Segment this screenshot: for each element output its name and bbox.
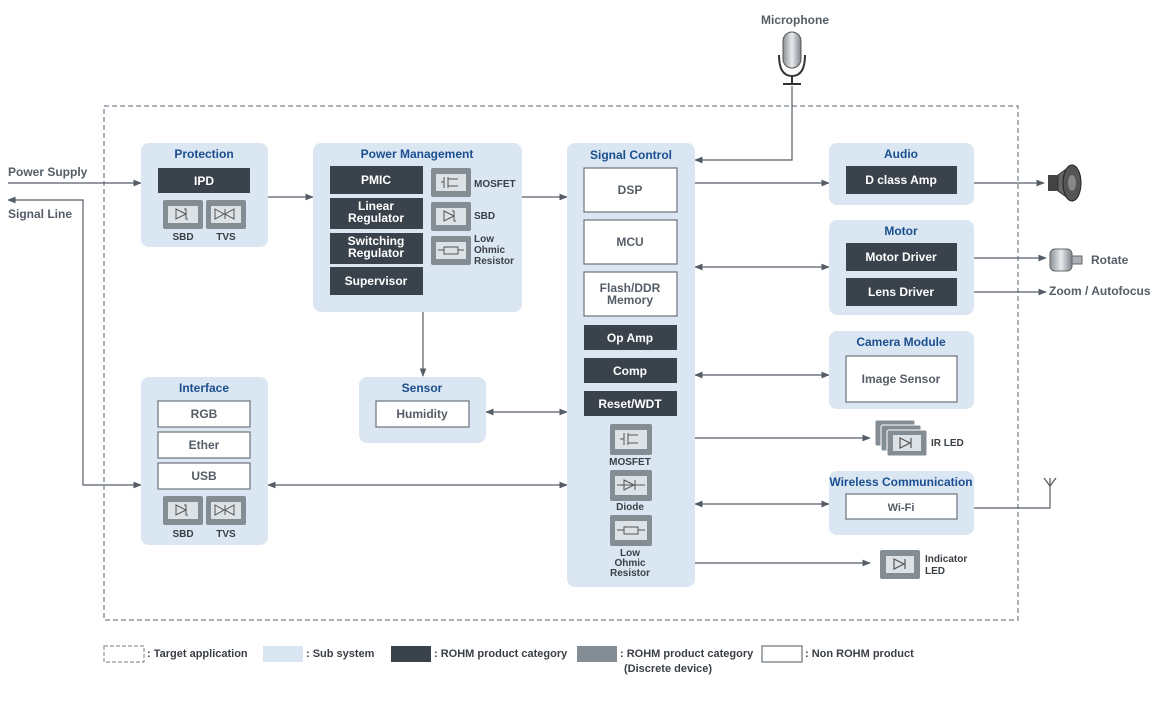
protection-sbd-label: SBD [172,232,193,243]
mosfet-icon [431,168,471,197]
sc-low-label: Low [620,548,640,559]
protection-subsystem: Protection IPD SBD TVS [141,143,268,247]
ir-led-label: IR LED [931,438,964,449]
rotate-label: Rotate [1091,253,1129,267]
sc-diode-label: Diode [616,502,644,513]
tvs-icon [206,496,246,525]
sensor-subsystem: Sensor Humidity [359,377,486,443]
interface-title: Interface [179,381,229,395]
tvs-icon [206,200,246,229]
image-sensor-label: Image Sensor [862,372,941,386]
motor-subsystem: Motor Motor Driver Lens Driver [829,220,974,315]
interface-subsystem: Interface RGB Ether USB SBD TVS [141,377,268,545]
wireless-communication-subsystem: Wireless Communication Wi-Fi [829,471,974,535]
pm-low-label: Low [474,234,494,245]
usb-label: USB [191,469,217,483]
legend-sub-swatch [263,646,303,662]
audio-subsystem: Audio D class Amp [829,143,974,205]
protection-title: Protection [174,147,233,161]
lens-driver-label: Lens Driver [868,285,934,299]
switching-regulator-label-2: Regulator [348,246,404,260]
camera-module-subsystem: Camera Module Image Sensor [829,331,974,409]
protection-tvs-label: TVS [216,232,236,243]
antenna-icon [1043,477,1057,487]
sc-resistor-label: Resistor [610,568,650,579]
camera-module-title: Camera Module [856,335,946,349]
sensor-title: Sensor [402,381,443,395]
zoom-autofocus-label: Zoom / Autofocus [1049,284,1151,298]
mosfet-icon [610,424,652,455]
microphone-icon [778,31,806,85]
supervisor-label: Supervisor [345,274,408,288]
power-management-subsystem: Power Management PMIC Linear Regulator S… [313,143,522,312]
signal-control-subsystem: Signal Control DSP MCU Flash/DDR Memory … [567,143,695,587]
legend-non-rohm-swatch [761,645,803,663]
microphone-label: Microphone [761,13,829,27]
switching-regulator-label-1: Switching [348,234,405,248]
legend-target-label: : Target application [147,648,248,660]
signal-control-title: Signal Control [590,148,672,162]
sc-mosfet-label: MOSFET [609,457,651,468]
resistor-icon [431,236,471,265]
legend-target-swatch [103,645,145,663]
wireless-title: Wireless Communication [829,475,972,489]
indicator-led-icon [880,550,920,579]
connection-lines [7,86,1051,567]
ipd-label: IPD [194,174,214,188]
pm-ohmic-label: Ohmic [474,245,506,256]
legend: : Target application : Sub system : ROHM… [103,645,914,675]
legend-sub-label: : Sub system [306,648,375,660]
pm-sbd-label: SBD [474,211,495,222]
linear-regulator-label-2: Regulator [348,211,404,225]
interface-tvs-label: TVS [216,529,236,540]
sbd-icon [163,496,203,525]
motor-title: Motor [884,224,918,238]
sbd-icon [431,202,471,231]
mcu-label: MCU [616,235,643,249]
pm-resistor-label: Resistor [474,256,514,267]
interface-sbd-label: SBD [172,529,193,540]
reset-wdt-label: Reset/WDT [598,397,662,411]
comp-label: Comp [613,364,647,378]
wifi-label: Wi-Fi [888,502,915,514]
ether-label: Ether [189,438,220,452]
legend-rohm-swatch [391,646,431,662]
diode-icon [610,470,652,501]
sbd-icon [163,200,203,229]
power-management-title: Power Management [361,147,474,161]
flash-label-2: Memory [607,293,653,307]
indicator-led-label-1: Indicator [925,554,967,565]
legend-discrete-label-1: : ROHM product category [620,648,754,660]
legend-discrete-label-2: (Discrete device) [624,663,712,675]
sc-ohmic-label: Ohmic [614,558,646,569]
indicator-led-label-2: LED [925,566,945,577]
flash-label-1: Flash/DDR [600,281,661,295]
power-supply-label: Power Supply [8,165,88,179]
legend-rohm-label: : ROHM product category [434,648,568,660]
humidity-label: Humidity [396,407,448,421]
linear-regulator-label-1: Linear [358,199,394,213]
pm-mosfet-label: MOSFET [474,179,516,190]
ir-led-icon [874,419,928,457]
pmic-label: PMIC [361,173,391,187]
motor-driver-label: Motor Driver [865,250,937,264]
d-class-amp-label: D class Amp [865,173,937,187]
legend-non-rohm-label: : Non ROHM product [805,648,914,660]
dsp-label: DSP [618,183,643,197]
resistor-icon [610,515,652,546]
rgb-label: RGB [191,407,218,421]
speaker-icon [1048,164,1082,202]
motor-icon [1049,248,1083,272]
signal-line-label: Signal Line [8,207,72,221]
op-amp-label: Op Amp [607,331,653,345]
legend-discrete-swatch [577,646,617,662]
target-application-boundary [103,105,1019,621]
audio-title: Audio [884,147,918,161]
